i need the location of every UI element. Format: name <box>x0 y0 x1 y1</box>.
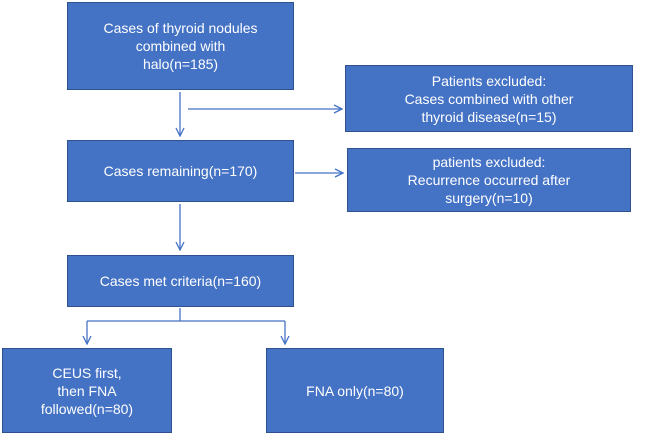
node-cases-remaining: Cases remaining(n=170) <box>67 140 294 202</box>
node-patients-excluded-recurrence: patients excluded: Recurrence occurred a… <box>347 148 631 212</box>
node-fna-only: FNA only(n=80) <box>266 348 444 433</box>
node-total-cases: Cases of thyroid nodules combined with h… <box>67 2 294 90</box>
node-cases-met-criteria: Cases met criteria(n=160) <box>67 255 294 307</box>
node-ceus-then-fna: CEUS first, then FNA followed(n=80) <box>2 348 172 433</box>
node-patients-excluded-other-disease: Patients excluded: Cases combined with o… <box>345 65 633 132</box>
